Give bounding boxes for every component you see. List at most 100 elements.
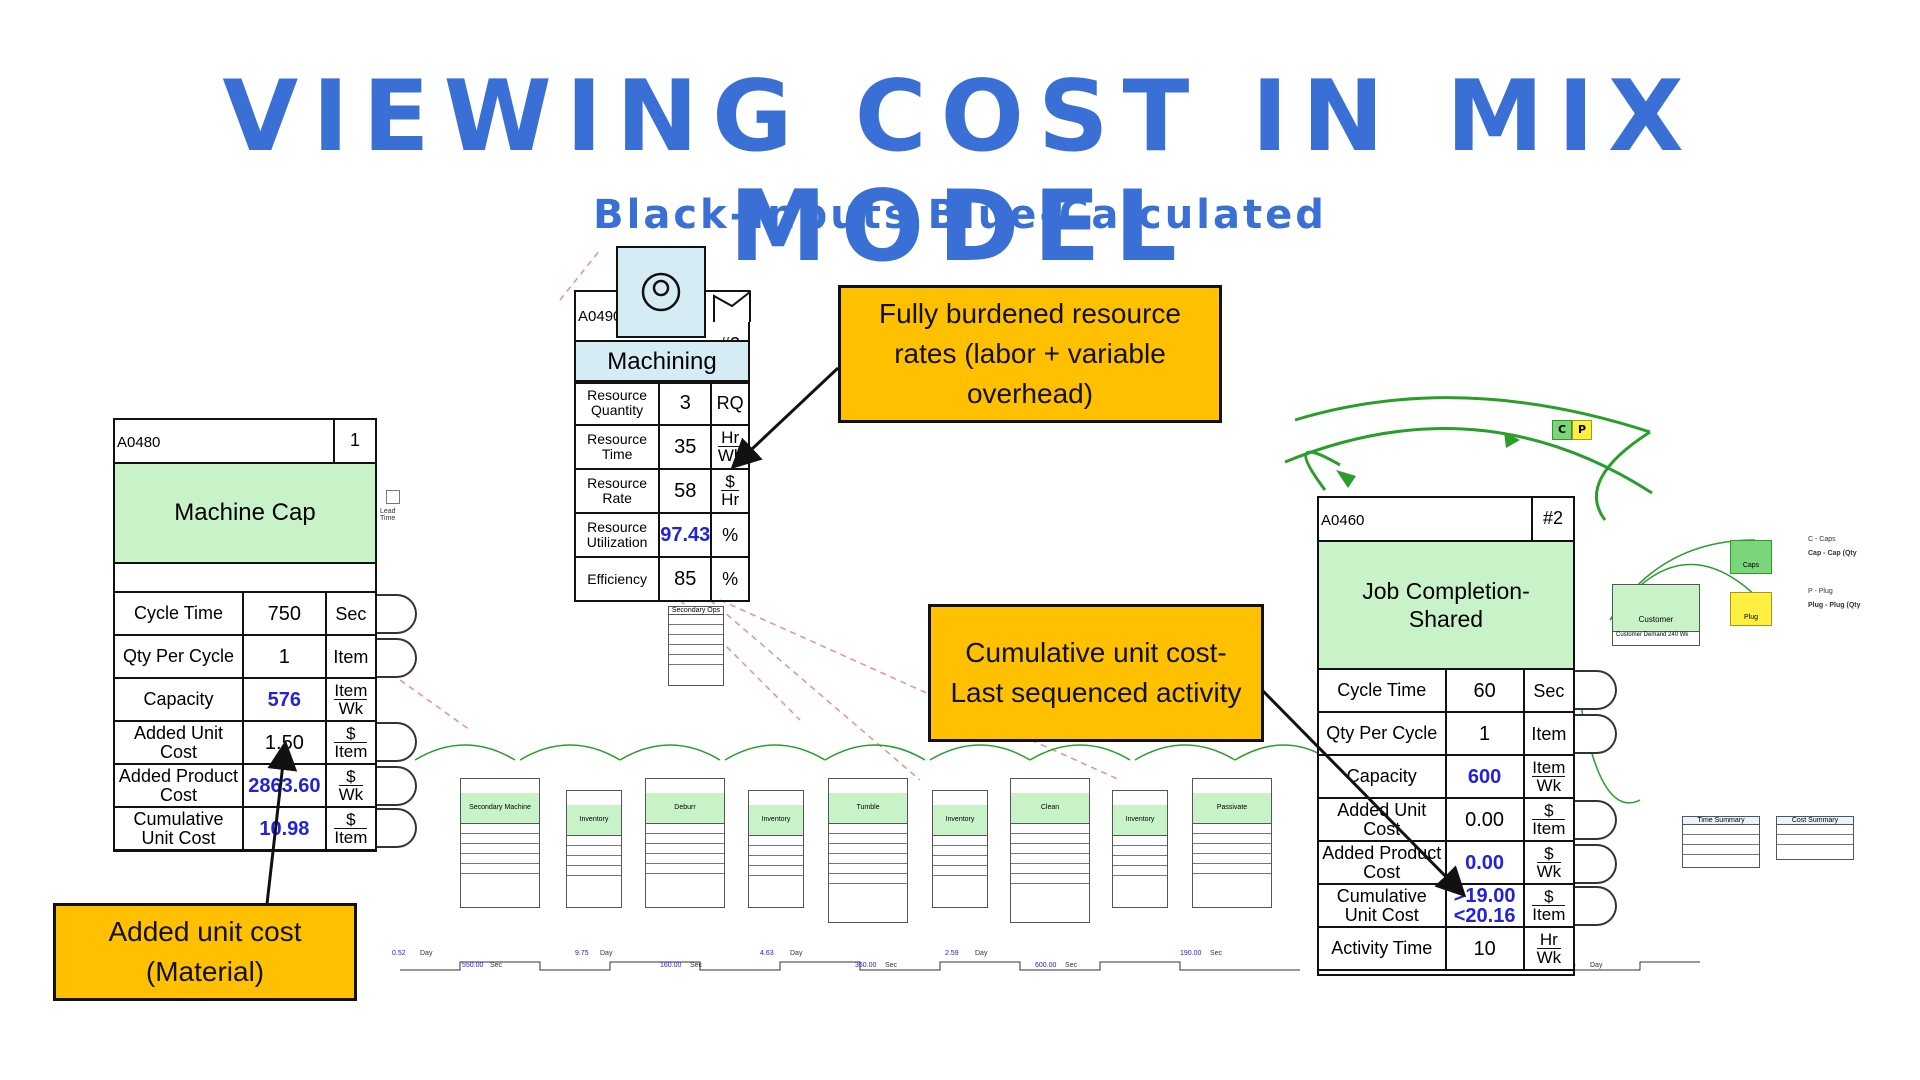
mini-process-box: Secondary Machine [460, 778, 540, 908]
job-completion-tab[interactable] [1575, 670, 1617, 710]
metric-label: Resource Quantity [573, 380, 661, 426]
metric-value[interactable]: 58 [658, 468, 713, 514]
operator-icon-box [616, 246, 706, 338]
metric-value[interactable]: 1 [1444, 711, 1525, 756]
job-flow-arc [1294, 396, 1651, 434]
flow-arrow [824, 744, 926, 761]
time-summary-box: Time Summary [1682, 816, 1760, 868]
job-completion-tab[interactable] [1575, 714, 1617, 754]
metric-unit: $Item [324, 806, 378, 851]
metric-value[interactable]: 97.43 [658, 512, 713, 558]
page-title: VIEWING COST IN MIX MODEL [222, 60, 1698, 284]
metric-label: Capacity [113, 677, 244, 722]
metric-label: Capacity [1317, 754, 1447, 799]
process-name: Job Completion-Shared [1319, 542, 1573, 670]
mini-process-box: Deburr [645, 778, 725, 908]
metric-unit: Item [1522, 711, 1576, 756]
metric-value[interactable]: 3 [658, 380, 713, 426]
timeline-label: Day [790, 950, 803, 957]
metric-label: Cumulative Unit Cost [113, 806, 244, 851]
process-id: A0480 [117, 434, 161, 451]
timeline-label: 190.00 [1180, 950, 1202, 957]
timeline-label: Sec [490, 962, 503, 969]
resource-link-line [399, 679, 471, 731]
metric-label: Cumulative Unit Cost [1317, 883, 1447, 928]
caps-legend-value: Cap - Cap (Qty [1808, 550, 1857, 557]
metric-value[interactable]: 0.00 [1444, 797, 1525, 842]
material-badge-plug: P [1572, 420, 1592, 440]
metric-unit: $Item [1522, 883, 1576, 928]
material-badge-caps: C [1552, 420, 1572, 440]
timeline-label: Day [600, 950, 613, 957]
metric-unit: % [710, 556, 750, 602]
arrow-head [1336, 470, 1356, 488]
timeline-label: Day [1590, 962, 1603, 969]
job-completion-tab[interactable] [1575, 886, 1617, 926]
timeline-label: Sec [1065, 962, 1078, 969]
metric-value[interactable]: 1 [241, 634, 327, 679]
flow-arrow [724, 744, 826, 761]
operator-id: A0490 [578, 308, 622, 325]
flow-arrow [1234, 744, 1331, 761]
flow-arrow [519, 744, 621, 761]
flow-arrow [929, 744, 1031, 761]
timeline-label: 160.00 [660, 962, 682, 969]
cost-summary-box: Cost Summary [1776, 816, 1854, 860]
timeline-label: 550.00 [462, 962, 484, 969]
metric-value[interactable]: 10.98 [241, 806, 327, 851]
machine-cap-tab[interactable] [377, 594, 417, 634]
machine-cap-tab[interactable] [377, 638, 417, 678]
mini-inventory-box: Inventory [566, 790, 622, 908]
metric-value[interactable]: 10 [1444, 926, 1525, 971]
timeline-label: 9.75 [575, 950, 589, 957]
mini-inventory-box: Inventory [1112, 790, 1168, 908]
metric-unit: Sec [1522, 668, 1576, 713]
cumulative-cost-callout: Cumulative unit cost- Last sequenced act… [928, 604, 1264, 742]
plug-material-box: Plug [1730, 592, 1772, 626]
metric-value[interactable]: 35 [658, 424, 713, 470]
operator-name: Machining [576, 340, 748, 384]
machine-cap-tab[interactable] [377, 808, 417, 848]
operator-flag-icon [713, 290, 751, 322]
metric-value[interactable]: 750 [241, 591, 327, 636]
metric-value[interactable]: 85 [658, 556, 713, 602]
caps-legend-title: C - Caps [1808, 536, 1836, 543]
metric-label: Qty Per Cycle [1317, 711, 1447, 756]
metric-value[interactable]: >19.00<20.16 [1444, 883, 1525, 928]
metric-unit: $Hr [710, 468, 750, 514]
mini-process-box: Clean [1010, 778, 1090, 923]
metric-label: Added Product Cost [113, 763, 244, 808]
job-completion-tab[interactable] [1575, 800, 1617, 840]
metric-value[interactable]: 576 [241, 677, 327, 722]
metric-value[interactable]: 600 [1444, 754, 1525, 799]
metric-value[interactable]: 2863.60 [241, 763, 327, 808]
flow-arrow [1029, 744, 1131, 761]
added-unit-cost-callout: Added unit cost (Material) [53, 903, 357, 1001]
flow-arrow [414, 744, 516, 761]
mini-inventory-box: Inventory [932, 790, 988, 908]
metric-label: Cycle Time [1317, 668, 1447, 713]
machine-cap-tab[interactable] [377, 722, 417, 762]
lead-time-note: Lead Time [380, 508, 396, 522]
resource-rates-callout: Fully burdened resource rates (labor + v… [838, 285, 1222, 423]
job-flow-arc [1595, 430, 1651, 521]
machine-cap-tab[interactable] [377, 766, 417, 806]
metric-value[interactable]: 0.00 [1444, 840, 1525, 885]
process-number: #2 [1531, 498, 1573, 540]
metric-value[interactable]: 1.50 [241, 720, 327, 765]
timeline-label: Sec [1210, 950, 1223, 957]
job-completion-tab[interactable] [1575, 844, 1617, 884]
metric-label: Cycle Time [113, 591, 244, 636]
metric-value[interactable]: 60 [1444, 668, 1525, 713]
process-id: A0460 [1321, 512, 1365, 529]
